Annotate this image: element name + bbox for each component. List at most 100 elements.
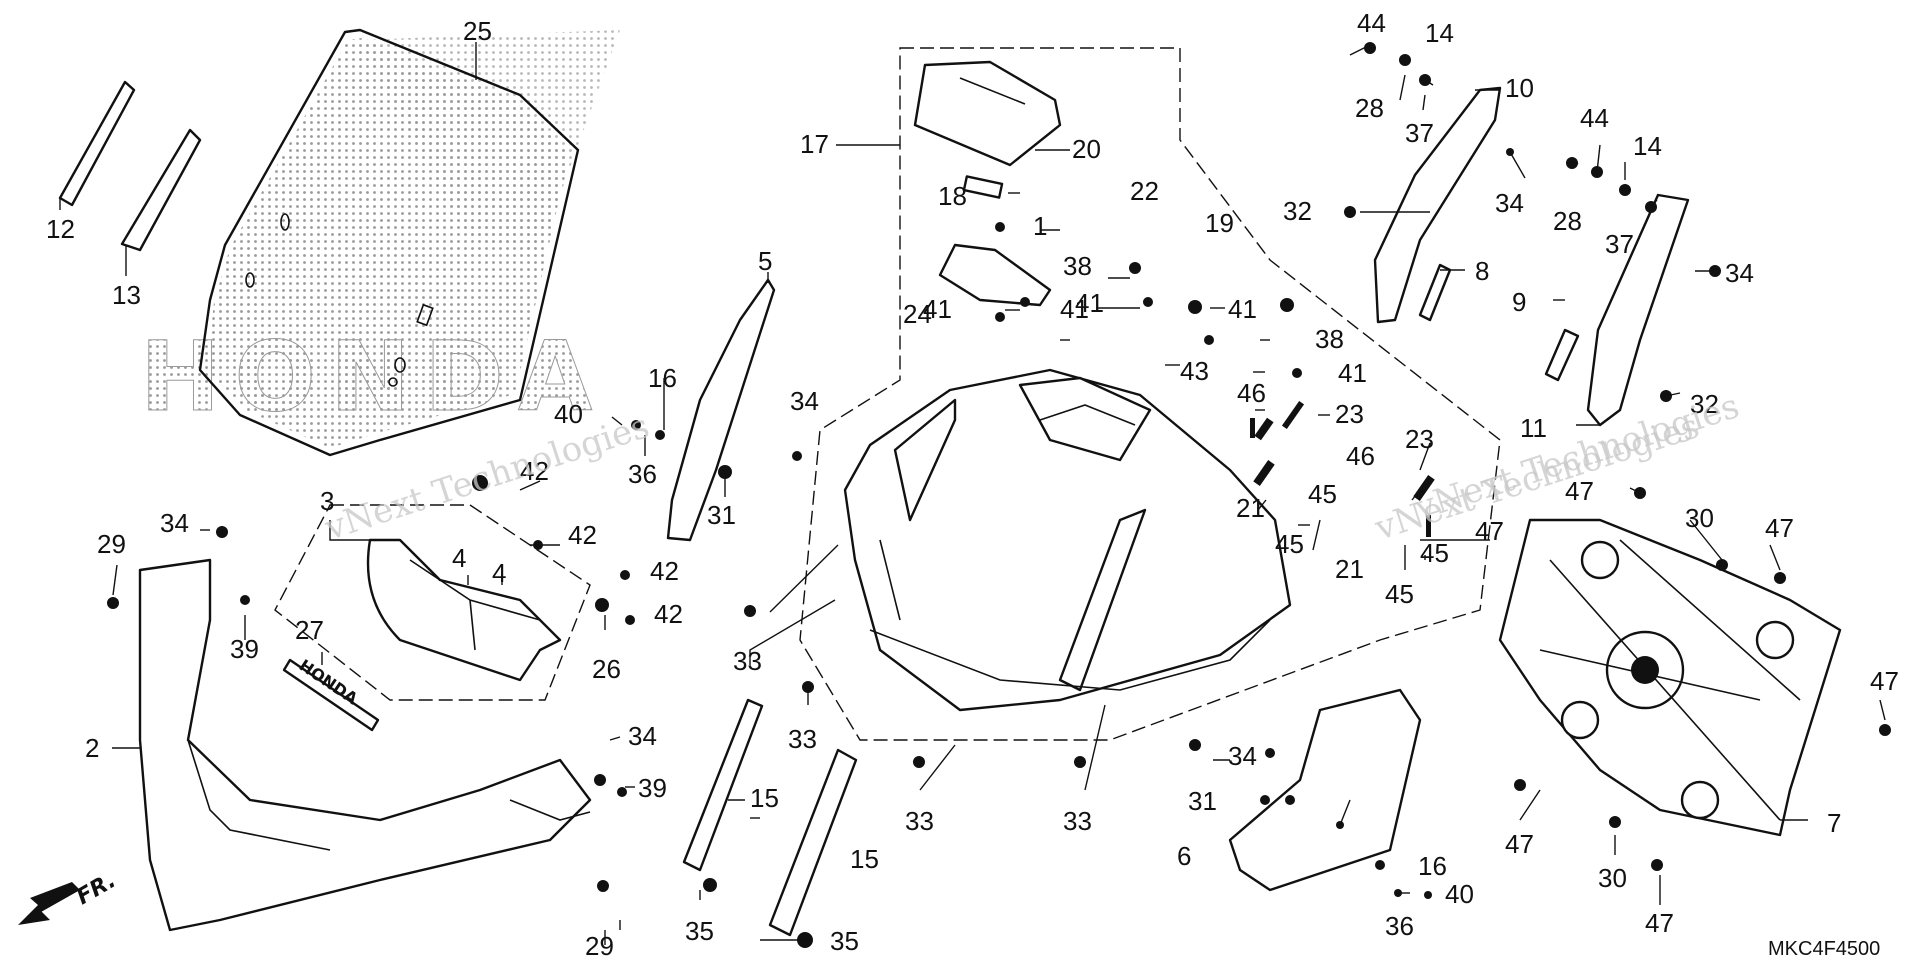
callout-1: 1 [1033, 211, 1047, 241]
callout-21-a: 21 [1236, 493, 1265, 523]
callout-31-b: 31 [1188, 786, 1217, 816]
part-8-clip [1418, 263, 1452, 322]
bracket-part-24 [938, 243, 1052, 307]
callout-32-b: 32 [1690, 389, 1719, 419]
emblem-27: HONDA [282, 656, 380, 732]
callout-40-b: 40 [1445, 879, 1474, 909]
callout-15-b: 15 [850, 844, 879, 874]
callout-33-b: 33 [788, 724, 817, 754]
callout-41-b: 41 [923, 294, 952, 324]
callout-13: 13 [112, 280, 141, 310]
callout-15-a: 15 [750, 783, 779, 813]
callout-45-c: 45 [1420, 538, 1449, 568]
callout-9: 9 [1512, 287, 1526, 317]
callout-34-c: 34 [790, 386, 819, 416]
callout-28-a: 28 [1355, 93, 1384, 123]
callout-34-a: 34 [160, 508, 189, 538]
callout-24: 24 [903, 299, 932, 329]
callout-23-b: 23 [1405, 424, 1434, 454]
front-label: FR. [73, 868, 121, 910]
callout-41-d: 41 [1228, 294, 1257, 324]
part-6-side-cover [1228, 688, 1422, 892]
callout-42-c: 42 [650, 556, 679, 586]
group-outline-left [274, 504, 591, 701]
callout-36-b: 36 [1385, 911, 1414, 941]
lower-cowl-part-2 [138, 558, 592, 932]
callout-33-c: 33 [905, 806, 934, 836]
callout-33-a: 33 [733, 646, 762, 676]
leader-lines [59, 42, 1886, 945]
callout-45-a: 45 [1308, 479, 1337, 509]
callout-16: 16 [648, 363, 677, 393]
callout-47-d: 47 [1870, 666, 1899, 696]
callout-7: 7 [1827, 808, 1841, 838]
front-arrow-icon: FR. [18, 868, 120, 925]
callout-37-a: 37 [1405, 118, 1434, 148]
callout-14-a: 14 [1425, 18, 1454, 48]
part-12-strip [58, 80, 136, 207]
callout-21-b: 21 [1335, 554, 1364, 584]
callout-41-e: 41 [1338, 358, 1367, 388]
callout-23-a: 23 [1335, 399, 1364, 429]
callout-10: 10 [1505, 73, 1534, 103]
callout-34-d: 34 [1495, 188, 1524, 218]
callout-29-b: 29 [585, 931, 614, 960]
callout-47-a: 47 [1565, 476, 1594, 506]
callout-47-b: 47 [1475, 516, 1504, 546]
callout-19: 19 [1205, 208, 1234, 238]
callout-46-a: 46 [1237, 378, 1266, 408]
callout-33-d: 33 [1063, 806, 1092, 836]
callout-39-a: 39 [230, 634, 259, 664]
callout-44-a: 44 [1357, 8, 1386, 38]
callout-8: 8 [1475, 256, 1489, 286]
callout-39-b: 39 [638, 773, 667, 803]
callout-4-b: 4 [492, 558, 506, 588]
part-15-strip-a [682, 698, 764, 872]
callout-47-e: 47 [1505, 829, 1534, 859]
callout-18: 18 [938, 181, 967, 211]
callout-labels: 25 12 13 5 16 40 36 31 42 42 42 42 42 3 … [46, 8, 1899, 960]
part-11-arm [1586, 193, 1690, 427]
callout-29-a: 29 [97, 529, 126, 559]
callout-42-b: 42 [568, 520, 597, 550]
callout-27: 27 [295, 615, 324, 645]
callout-42-d: 42 [654, 599, 683, 629]
callout-26: 26 [592, 654, 621, 684]
callout-20: 20 [1072, 134, 1101, 164]
callout-41-c: 41 [1060, 294, 1089, 324]
callout-46-b: 46 [1346, 441, 1375, 471]
part-5-side-panel [666, 278, 776, 542]
callout-25: 25 [463, 16, 492, 46]
callout-16-b: 16 [1418, 851, 1447, 881]
callout-45-b: 45 [1275, 529, 1304, 559]
callout-30-a: 30 [1685, 503, 1714, 533]
callout-30-b: 30 [1598, 863, 1627, 893]
group-outline-center [799, 47, 1501, 741]
part-13-strip [120, 128, 202, 252]
callout-11: 11 [1520, 413, 1547, 443]
callout-38-a: 38 [1063, 251, 1092, 281]
callout-41-a: 41 [1075, 288, 1104, 318]
part-9-clip [1544, 328, 1580, 382]
callout-44-b: 44 [1580, 103, 1609, 133]
callout-35-a: 35 [685, 916, 714, 946]
figure-code: MKC4F4500 [1768, 938, 1880, 960]
callout-45-d: 45 [1385, 579, 1414, 609]
callout-2: 2 [85, 733, 99, 763]
part-10-arm [1373, 86, 1502, 324]
callout-38-b: 38 [1315, 324, 1344, 354]
callout-12: 12 [46, 214, 75, 244]
callout-22: 22 [1130, 176, 1159, 206]
upper-cowl [843, 368, 1292, 712]
callout-35-b: 35 [830, 926, 859, 956]
part-15-strip-b [768, 748, 858, 937]
hardware-fasteners [107, 42, 1891, 899]
callout-3: 3 [320, 486, 334, 516]
callout-47-f: 47 [1645, 908, 1674, 938]
callout-14-b: 14 [1633, 131, 1662, 161]
callout-5: 5 [758, 246, 772, 276]
callout-42-a: 42 [520, 456, 549, 486]
callout-4-a: 4 [452, 543, 466, 573]
callout-34-e: 34 [1725, 258, 1754, 288]
callout-31: 31 [707, 500, 736, 530]
